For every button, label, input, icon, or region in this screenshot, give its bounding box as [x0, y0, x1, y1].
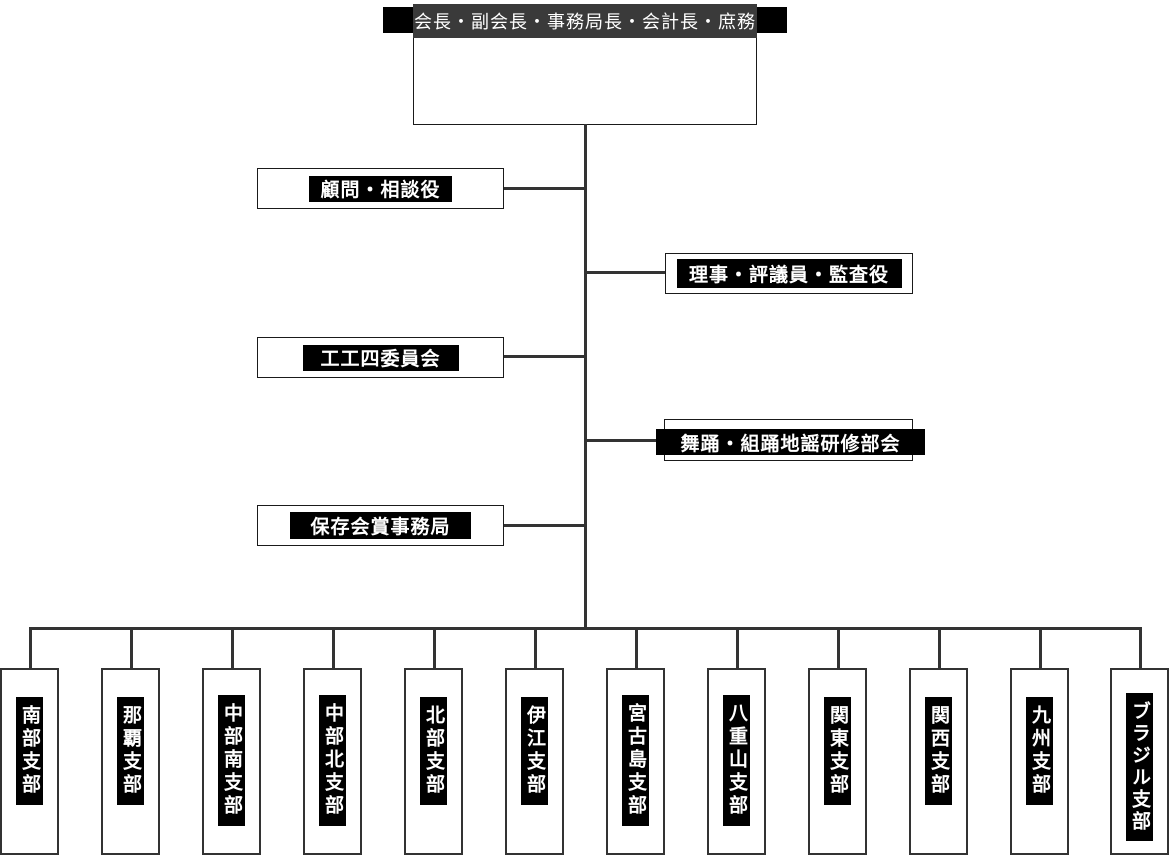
branch-miyakojima-label: 宮古島支部 — [622, 695, 649, 826]
connector-advisors — [503, 187, 585, 190]
branch-stub — [231, 629, 234, 668]
branch-brazil-label: ブラジル支部 — [1126, 693, 1153, 841]
branch-kyushu-label: 九州支部 — [1026, 697, 1053, 805]
branch-stub — [332, 629, 335, 668]
branch-kyushu: 九州支部 — [1010, 668, 1069, 855]
root-node-label: 会長・副会長・事務局長・会計長・庶務 — [413, 4, 757, 38]
branch-yaeyama: 八重山支部 — [707, 668, 766, 855]
branch-nanbu-label: 南部支部 — [16, 697, 43, 805]
branch-kanto: 関東支部 — [808, 668, 867, 855]
branch-ie-label: 伊江支部 — [521, 697, 548, 805]
branch-kanto-label: 関東支部 — [824, 697, 851, 805]
node-award-office: 保存会賞事務局 — [257, 505, 504, 546]
branch-naha-label: 那覇支部 — [117, 697, 144, 805]
root-left-bar — [383, 7, 414, 33]
branch-kansai: 関西支部 — [909, 668, 968, 855]
branch-stub — [635, 629, 638, 668]
root-node: 会長・副会長・事務局長・会計長・庶務 — [413, 4, 757, 125]
connector-directors — [586, 271, 666, 274]
node-kunkunshi-label: 工工四委員会 — [302, 344, 459, 371]
node-award-office-label: 保存会賞事務局 — [290, 512, 471, 539]
branch-stub — [1039, 629, 1042, 668]
node-training-group-label: 舞踊・組踊地謡研修部会 — [656, 429, 925, 455]
branch-stub — [534, 629, 537, 668]
branch-stub — [1139, 629, 1142, 668]
connector-training — [586, 439, 658, 442]
connector-award-office — [503, 524, 585, 527]
branch-nanbu: 南部支部 — [0, 668, 59, 855]
branch-kansai-label: 関西支部 — [925, 697, 952, 805]
branch-chubu-minami: 中部南支部 — [202, 668, 261, 855]
connector-kunkunshi — [503, 355, 585, 358]
branch-ie: 伊江支部 — [505, 668, 564, 855]
branch-brazil: ブラジル支部 — [1110, 668, 1169, 855]
branch-yaeyama-label: 八重山支部 — [723, 695, 750, 826]
branch-stub — [938, 629, 941, 668]
node-advisors: 顧問・相談役 — [257, 168, 504, 209]
branch-stub — [837, 629, 840, 668]
branch-naha: 那覇支部 — [101, 668, 160, 855]
root-right-bar — [756, 7, 787, 33]
branch-hokubu-label: 北部支部 — [420, 697, 447, 805]
trunk-line — [584, 124, 587, 629]
branch-stub — [433, 629, 436, 668]
node-advisors-label: 顧問・相談役 — [309, 175, 452, 202]
node-kunkunshi-committee: 工工四委員会 — [257, 337, 504, 378]
branch-chubu-kita: 中部北支部 — [303, 668, 362, 855]
branch-stub — [29, 629, 32, 668]
branch-stub — [736, 629, 739, 668]
branch-chubu-kita-label: 中部北支部 — [319, 695, 346, 826]
branch-hokubu: 北部支部 — [404, 668, 463, 855]
node-directors-label: 理事・評議員・監査役 — [676, 259, 902, 288]
branch-chubu-minami-label: 中部南支部 — [218, 695, 245, 826]
branch-stub — [130, 629, 133, 668]
node-directors: 理事・評議員・監査役 — [665, 253, 913, 294]
branch-rail-line — [29, 627, 1142, 630]
branch-miyakojima: 宮古島支部 — [606, 668, 665, 855]
